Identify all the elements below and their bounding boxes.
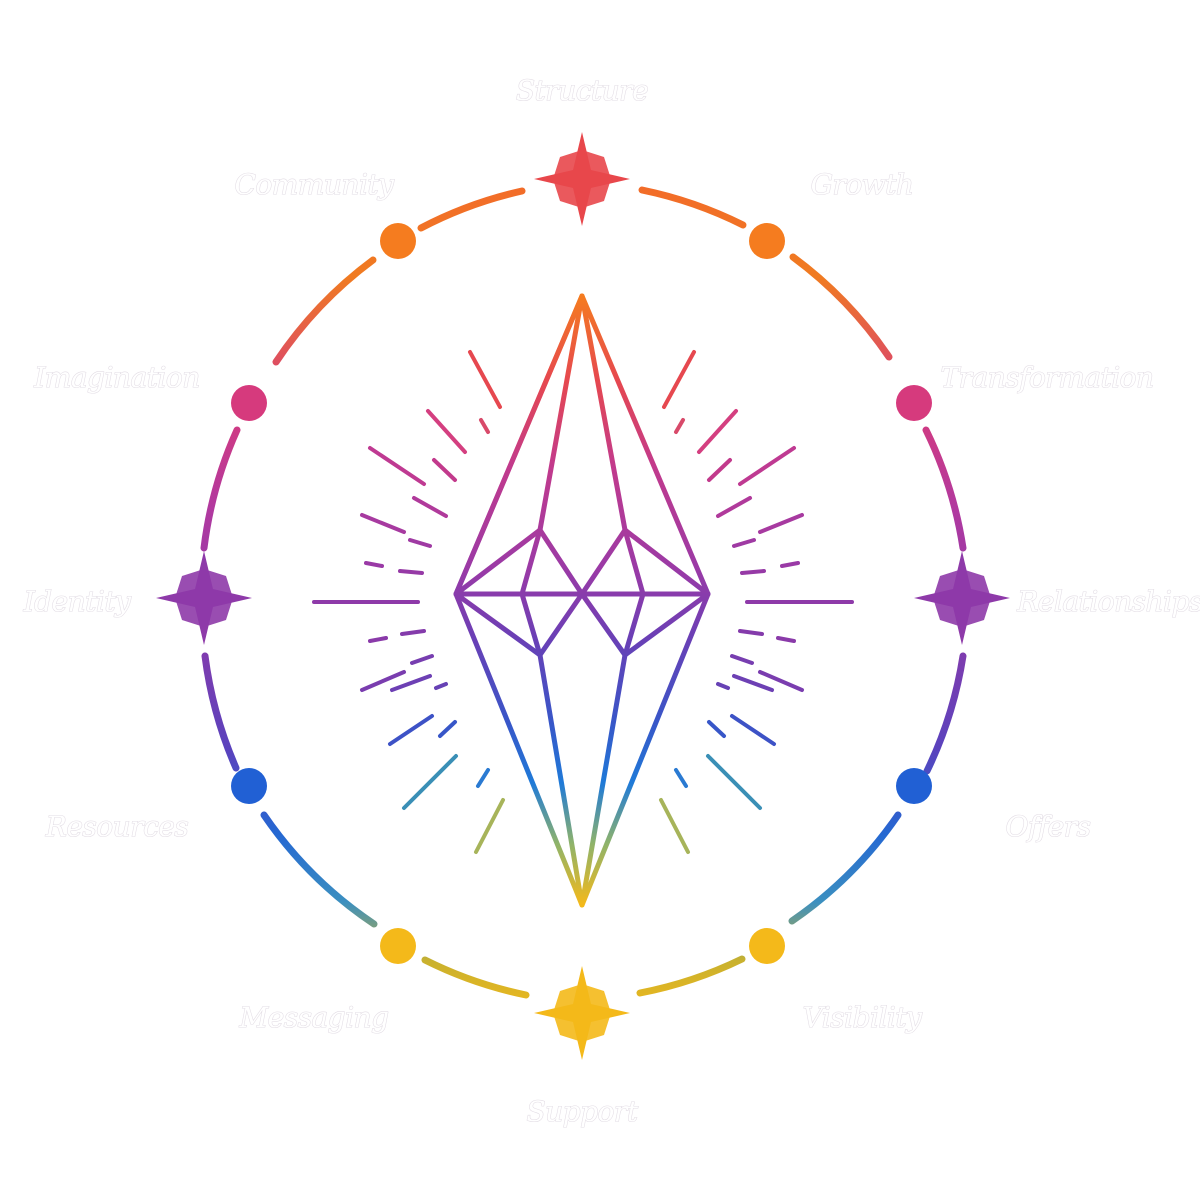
- ring-arc-9: [201, 652, 240, 772]
- ring-nodes: [231, 223, 932, 964]
- ring-arc-6: [636, 955, 746, 997]
- crystal-icon: [453, 293, 711, 908]
- dot-icon-community: [380, 223, 416, 259]
- ring-arc-3: [922, 426, 967, 552]
- dot-icon-offers: [896, 768, 932, 804]
- star-icon-top: [534, 132, 630, 226]
- dot-icon-resources: [231, 768, 267, 804]
- ring-arc-2: [789, 253, 893, 361]
- ring-arc-8: [260, 811, 378, 928]
- ring-arc-11: [272, 256, 377, 366]
- ring-arc-4: [923, 652, 967, 775]
- label-identity: Identity: [23, 585, 133, 618]
- star-icon-left: [156, 551, 252, 645]
- radiating-rays: [312, 350, 854, 854]
- label-offers: Offers: [1005, 810, 1090, 843]
- ring-arc-10: [200, 426, 241, 552]
- ring-labels: Structure Growth Transformation Relation…: [22, 73, 1200, 1128]
- label-community: Community: [235, 168, 396, 201]
- ring-arc-12: [417, 187, 526, 232]
- ring-arc-1: [638, 186, 747, 229]
- dot-icon-visibility: [749, 928, 785, 964]
- label-resources: Resources: [45, 810, 189, 843]
- label-transformation: Transformation: [940, 361, 1153, 394]
- dot-icon-imagination: [231, 385, 267, 421]
- outer-ring: [200, 186, 967, 999]
- dot-icon-growth: [749, 223, 785, 259]
- label-imagination: Imagination: [33, 361, 200, 394]
- label-visibility: Visibility: [803, 1001, 924, 1034]
- star-icon-right: [914, 551, 1010, 645]
- label-messaging: Messaging: [238, 1001, 388, 1034]
- dot-icon-transformation: [896, 385, 932, 421]
- ring-arc-7: [421, 956, 530, 999]
- label-structure: Structure: [516, 74, 648, 107]
- star-icon-bottom: [534, 966, 630, 1060]
- dot-icon-messaging: [380, 928, 416, 964]
- label-support: Support: [526, 1095, 638, 1128]
- label-growth: Growth: [811, 168, 914, 201]
- label-relationships: Relationships: [1016, 585, 1200, 618]
- ring-arc-5: [788, 811, 902, 925]
